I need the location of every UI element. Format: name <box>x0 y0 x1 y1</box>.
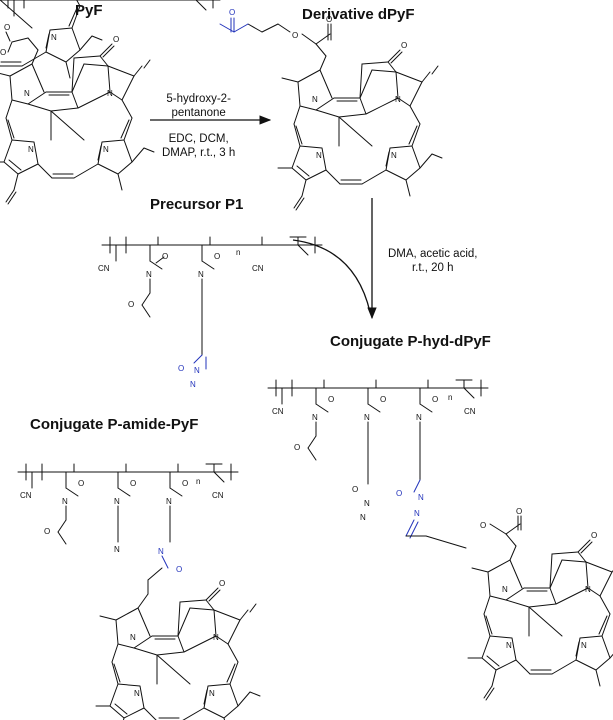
atom-o: O <box>214 252 220 261</box>
atom-n: N <box>364 413 370 422</box>
atom-o: O <box>78 479 84 488</box>
atom-n: N <box>190 380 196 389</box>
atom-n: N <box>114 545 120 554</box>
atom-n: N <box>198 270 204 279</box>
atom-o: O <box>480 521 486 530</box>
atom-n: N <box>360 513 366 522</box>
atom-o: O <box>352 485 358 494</box>
atom-o-keto: O <box>229 8 235 17</box>
dpyf-conjugated-hydrazone: O O <box>467 507 613 701</box>
condition-line: EDC, DCM, <box>168 133 229 145</box>
atom-o: O <box>326 15 332 24</box>
atom-cn: CN <box>252 264 264 273</box>
atom-o: O <box>4 23 10 32</box>
title-p-amide-pyf: Conjugate P-amide-PyF <box>30 416 199 433</box>
title-precursor-p1: Precursor P1 <box>150 196 244 213</box>
atom-n: N <box>62 497 68 506</box>
title-p-hyd-dpyf: Conjugate P-hyd-dPyF <box>330 333 491 350</box>
atom-o: O <box>182 479 188 488</box>
chlorin-core: N N N N <box>0 0 103 79</box>
atom-o: O <box>44 527 50 536</box>
atom-n-hydrazone: N <box>418 493 424 502</box>
atom-n-hydrazone: N <box>414 509 420 518</box>
atom-o: O <box>0 48 6 57</box>
atom-n: N <box>194 366 200 375</box>
dpyf-molecule: O O O <box>219 8 443 211</box>
atom-cn: CN <box>272 407 284 416</box>
condition-line: DMAP, r.t., 3 h <box>162 147 236 159</box>
condition-line: 5-hydroxy-2- <box>166 93 231 105</box>
condition-line: r.t., 20 h <box>411 262 454 274</box>
condition-line: DMA, acetic acid, <box>388 248 478 260</box>
label-n-repeat: n <box>236 248 240 257</box>
atom-o: O <box>516 507 522 516</box>
label-n-repeat: n <box>196 477 200 486</box>
conditions-step1: 5-hydroxy-2- pentanone EDC, DCM, DMAP, r… <box>162 92 235 160</box>
atom-n: N <box>166 497 172 506</box>
atom-o: O <box>294 443 300 452</box>
label-n-repeat: n <box>448 393 452 402</box>
svg-text:N: N <box>51 33 57 42</box>
atom-n: N <box>312 413 318 422</box>
atom-cn: CN <box>98 264 110 273</box>
pyf-conjugated-amide <box>95 567 261 720</box>
condition-line: pentanone <box>171 107 226 119</box>
conditions-step2: DMA, acetic acid, r.t., 20 h <box>388 247 477 275</box>
atom-o: O <box>128 300 134 309</box>
atom-n: N <box>416 413 422 422</box>
atom-o: O <box>130 479 136 488</box>
title-dpyf: Derivative dPyF <box>302 6 415 23</box>
atom-o: O <box>380 395 386 404</box>
p-amide-pyf-structure: CN n CN O N O O N N O N N O <box>17 463 239 574</box>
pyf-molecule: O O <box>0 23 155 205</box>
atom-o: O <box>292 31 298 40</box>
atom-n: N <box>114 497 120 506</box>
polymer-backbone <box>0 0 221 17</box>
atom-cn: CN <box>20 491 32 500</box>
arrow-merge-curve <box>292 239 371 313</box>
atom-cn: CN <box>464 407 476 416</box>
atom-o-hydrazone: O <box>396 489 402 498</box>
atom-n: N <box>146 270 152 279</box>
title-pyf: PyF <box>75 2 103 19</box>
atom-cn: CN <box>212 491 224 500</box>
atom-o: O <box>178 364 184 373</box>
atom-o: O <box>328 395 334 404</box>
atom-o-amide: O <box>176 565 182 574</box>
atom-o: O <box>432 395 438 404</box>
atom-n: N <box>364 499 370 508</box>
atom-n-amide: N <box>158 547 164 556</box>
atom-o: O <box>162 252 168 261</box>
p-hyd-dpyf-structure: CN n CN O N O O N O N N O N O N <box>267 379 489 549</box>
precursor-p1-structure: CN n CN O N O O N O N N <box>98 236 323 389</box>
